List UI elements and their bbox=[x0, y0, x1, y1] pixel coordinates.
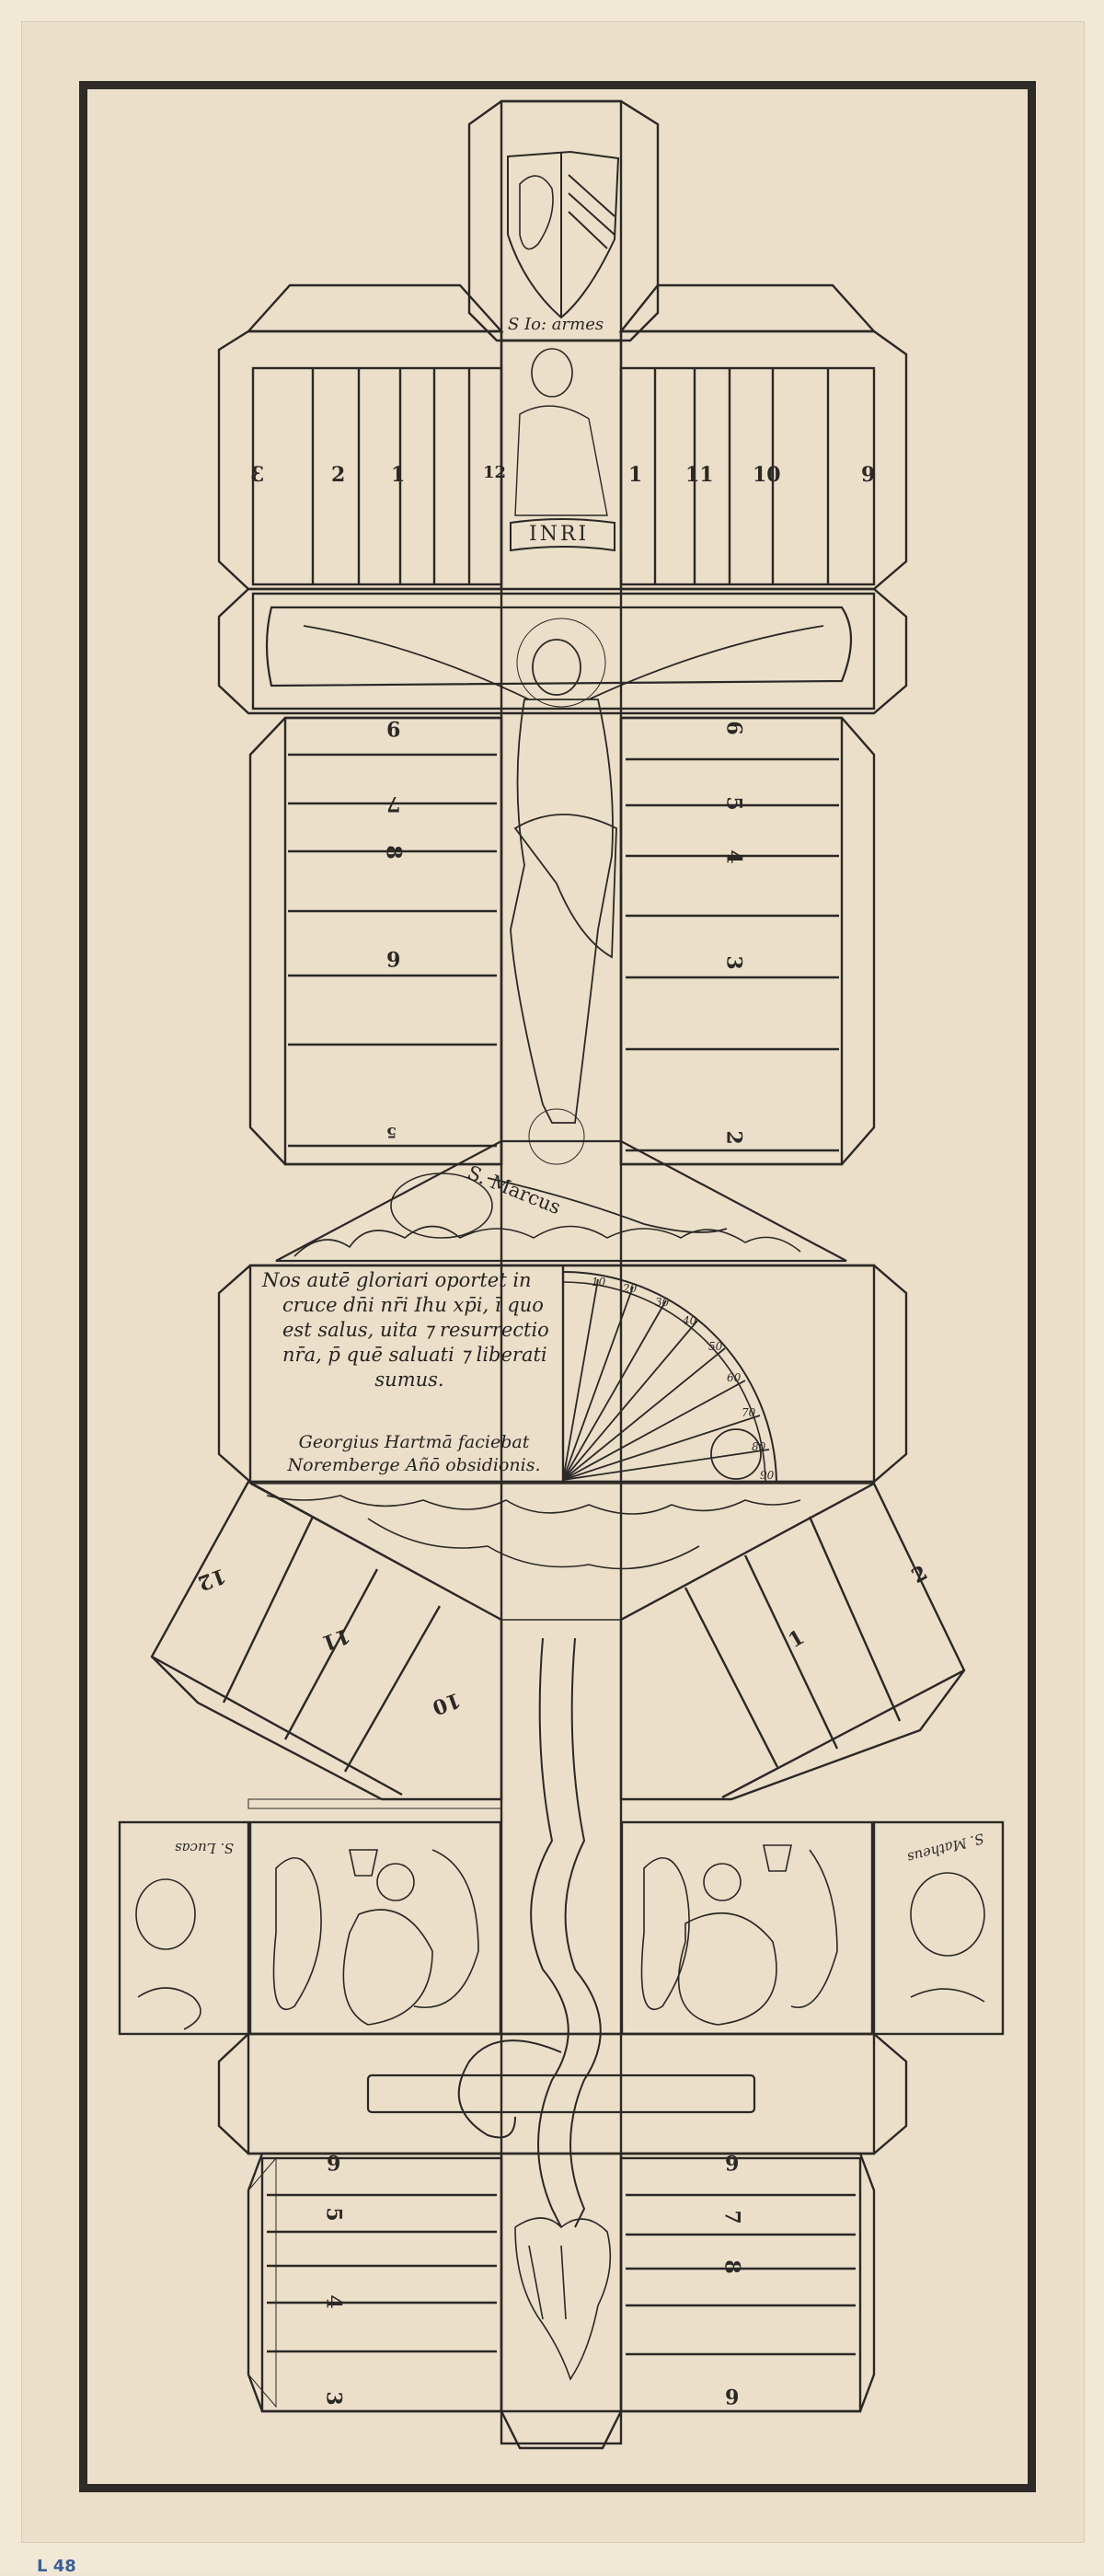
upper-left-hour: 3 bbox=[250, 463, 265, 487]
upper-right-dial bbox=[618, 283, 908, 591]
middle-right-hour: 2 bbox=[721, 1130, 746, 1145]
motto-line: sumus. bbox=[374, 1369, 444, 1391]
middle-right-dial bbox=[619, 716, 876, 1166]
quadrant-degree: 10 bbox=[592, 1276, 606, 1288]
lower-right-hour: 6 bbox=[725, 2384, 740, 2408]
lower-right-dial bbox=[619, 2152, 876, 2413]
inri-banner: INRI bbox=[529, 523, 590, 546]
upper-right-hour: 9 bbox=[861, 463, 876, 487]
crucified-christ bbox=[303, 618, 824, 1165]
middle-right-hour: 5 bbox=[721, 796, 746, 811]
maker-signature: Georgius Hartmā faciebat Noremberge Añō … bbox=[276, 1431, 552, 1477]
middle-left-hour: 7 bbox=[386, 791, 401, 815]
quadrant-degree: 20 bbox=[623, 1282, 638, 1295]
lower-left-wing-dial bbox=[150, 1480, 503, 1801]
quadrant-degree: 60 bbox=[727, 1371, 742, 1384]
middle-left-hour: 8 bbox=[381, 845, 406, 860]
upper-right-hour: 11 bbox=[685, 463, 714, 487]
middle-right-hour: 3 bbox=[721, 955, 746, 970]
upper-left-hour: 1 bbox=[391, 463, 406, 487]
lower-left-hour: 3 bbox=[321, 2391, 346, 2406]
angels-row bbox=[118, 1798, 1005, 2036]
crossbar-panel bbox=[217, 587, 908, 715]
middle-left-hour: 5 bbox=[386, 1124, 397, 1141]
upper-left-hour: 12 bbox=[483, 463, 507, 482]
clouds-band bbox=[249, 1483, 875, 1621]
middle-left-hour: 9 bbox=[386, 716, 401, 740]
lower-left-hour: 6 bbox=[327, 2150, 341, 2174]
collector-stamp: L 48 bbox=[37, 2557, 76, 2576]
signature-line: Noremberge Añō obsidionis. bbox=[287, 1455, 541, 1475]
upper-left-hour: 2 bbox=[331, 463, 346, 487]
motto-line: Nos autē gloriari oportet in bbox=[262, 1269, 532, 1291]
upper-right-hour: 10 bbox=[753, 463, 781, 487]
middle-right-hour: 6 bbox=[721, 721, 746, 735]
upper-right-hour: 1 bbox=[628, 463, 643, 487]
flames-base bbox=[514, 2217, 612, 2381]
middle-left-dial bbox=[248, 716, 503, 1166]
signature-line: Georgius Hartmā faciebat bbox=[298, 1432, 530, 1452]
printed-border bbox=[79, 81, 1036, 2492]
bottom-tab bbox=[500, 2409, 623, 2450]
middle-right-hour: 4 bbox=[721, 849, 746, 864]
quadrant-degree: 30 bbox=[655, 1296, 670, 1309]
quadrant-degree: 70 bbox=[742, 1406, 756, 1419]
lower-right-wing-dial bbox=[619, 1482, 966, 1801]
motto-quadrant-panel bbox=[217, 1264, 908, 1484]
middle-left-hour: 6 bbox=[386, 946, 401, 970]
lower-crossbar-panel bbox=[217, 2032, 908, 2155]
quadrant-degree: 40 bbox=[683, 1314, 697, 1327]
quadrant-degree: 80 bbox=[752, 1440, 766, 1453]
lower-left-hour: 4 bbox=[321, 2294, 346, 2309]
saint-mark-pediment bbox=[275, 1139, 847, 1263]
saint-luke-label: S. Lucas bbox=[175, 1840, 234, 1856]
top-arms-panel bbox=[467, 99, 660, 342]
lower-right-hour: 8 bbox=[719, 2259, 744, 2274]
quadrant-degree: 90 bbox=[760, 1469, 775, 1482]
lower-right-hour: 6 bbox=[725, 2150, 740, 2174]
latin-motto: Nos autē gloriari oportet in cruce dn̄i … bbox=[262, 1268, 557, 1392]
motto-line: est salus, uita ⁊ resurrectio bbox=[282, 1319, 549, 1341]
upper-left-dial bbox=[217, 283, 504, 591]
motto-line: nr̄a, p̄ quē saluati ⁊ liberati bbox=[282, 1344, 547, 1366]
motto-line: cruce dn̄i nr̄i Ihu xp̄i, ī quo bbox=[282, 1294, 544, 1316]
quadrant-degree: 50 bbox=[708, 1340, 723, 1353]
lower-right-hour: 7 bbox=[719, 2210, 744, 2224]
lower-left-dial bbox=[247, 2152, 503, 2413]
saint-john-label: S Io: armes bbox=[508, 315, 604, 334]
lower-left-hour: 5 bbox=[321, 2207, 346, 2222]
serpent-on-cross bbox=[457, 1637, 602, 2228]
